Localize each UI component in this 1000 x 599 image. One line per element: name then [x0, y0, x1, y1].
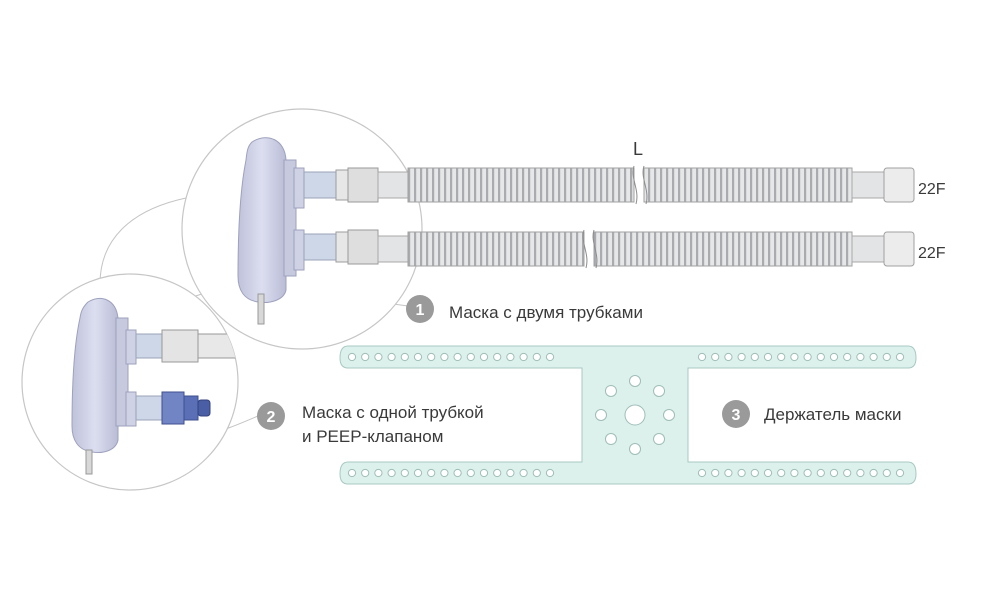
callout-text-2b: и PEEP-клапаном	[302, 427, 443, 446]
holder-hole	[595, 409, 607, 421]
tube-2	[377, 229, 915, 269]
mask-shell-large	[237, 137, 287, 303]
holder-hole	[697, 468, 707, 478]
holder-hole	[803, 468, 812, 478]
holder-hole	[882, 352, 891, 362]
holder-hole	[697, 352, 707, 362]
holder-hole	[777, 352, 786, 362]
holder-hole	[653, 433, 666, 446]
holder-hole	[869, 468, 878, 478]
mask-shell-small	[71, 298, 119, 453]
callout-1: 1 Маска с двумя трубками	[406, 295, 643, 323]
large-detail-circle	[181, 108, 423, 350]
holder-hole	[519, 352, 528, 362]
holder-hole	[453, 352, 462, 362]
holder-hole	[724, 468, 733, 478]
holder-hole	[413, 468, 423, 478]
holder-hole	[763, 352, 773, 362]
callout-badge-1	[406, 295, 434, 323]
holder-hole	[400, 352, 409, 362]
holder-hole	[453, 468, 462, 478]
holder-hole	[506, 468, 515, 478]
holder-hole	[777, 468, 786, 478]
holder-hole	[466, 468, 475, 478]
holder-hole	[440, 352, 449, 362]
callout-text-1: Маска с двумя трубками	[449, 303, 643, 322]
holder-hole	[869, 352, 878, 362]
holder-hole	[724, 352, 733, 362]
holder-hole	[361, 352, 370, 362]
svg-text:2: 2	[267, 409, 276, 426]
holder-hole	[843, 352, 852, 362]
tube-1	[377, 165, 915, 205]
holder-hole	[790, 352, 799, 362]
mask-holder	[339, 345, 917, 485]
small-detail-circle	[21, 273, 239, 491]
holder-hole	[387, 468, 396, 478]
holder-hole	[532, 468, 541, 478]
holder-hole	[604, 433, 617, 446]
holder-hole	[361, 468, 370, 478]
holder-hole	[374, 468, 383, 478]
holder-hole	[737, 352, 746, 362]
holder-hole	[493, 352, 502, 362]
holder-hole	[711, 468, 720, 478]
holder-hole	[829, 468, 839, 478]
holder-hole	[604, 384, 617, 397]
holder-hole	[750, 468, 759, 478]
holder-hole	[427, 468, 436, 478]
holder-hole	[624, 404, 646, 426]
holder-hole	[763, 468, 773, 478]
holder-hole	[629, 443, 641, 455]
holder-hole	[532, 352, 541, 362]
holder-hole	[856, 468, 865, 478]
holder-hole	[387, 352, 396, 362]
holder-hole	[545, 352, 555, 362]
holder-hole	[663, 409, 675, 421]
holder-hole	[737, 468, 746, 478]
holder-hole	[790, 468, 799, 478]
svg-text:3: 3	[732, 407, 741, 424]
holder-hole	[479, 468, 489, 478]
callout-badge-3	[722, 400, 750, 428]
holder-hole	[895, 352, 905, 362]
holder-hole	[506, 352, 515, 362]
svg-text:1: 1	[416, 302, 425, 319]
holder-hole	[466, 352, 475, 362]
holder-hole	[427, 352, 436, 362]
holder-hole	[493, 468, 502, 478]
callout-2: 2 Маска с одной трубкой и PEEP-клапаном	[257, 402, 484, 446]
holder-hole	[629, 375, 641, 387]
peep-valve	[161, 391, 185, 425]
length-label: L	[633, 139, 643, 159]
holder-hole	[816, 352, 825, 362]
holder-hole	[374, 352, 383, 362]
holder-hole	[829, 352, 839, 362]
callout-badge-2	[257, 402, 285, 430]
holder-hole	[750, 352, 759, 362]
holder-hole	[882, 468, 891, 478]
holder-hole	[856, 352, 865, 362]
holder-hole	[479, 352, 489, 362]
connector-label-top: 22F	[918, 181, 946, 198]
holder-hole	[413, 352, 423, 362]
holder-hole	[440, 468, 449, 478]
callout-text-3: Держатель маски	[764, 405, 901, 424]
holder-hole	[653, 384, 666, 397]
holder-hole	[519, 468, 528, 478]
holder-hole	[400, 468, 409, 478]
callout-3: 3 Держатель маски	[722, 400, 901, 428]
holder-hole	[347, 468, 357, 478]
holder-hole	[843, 468, 852, 478]
connector-label-bottom: 22F	[918, 245, 946, 262]
callout-text-2a: Маска с одной трубкой	[302, 403, 484, 422]
holder-hole	[347, 352, 357, 362]
holder-hole	[895, 468, 905, 478]
holder-hole	[545, 468, 555, 478]
holder-hole	[816, 468, 825, 478]
holder-hole	[803, 352, 812, 362]
holder-hole	[711, 352, 720, 362]
